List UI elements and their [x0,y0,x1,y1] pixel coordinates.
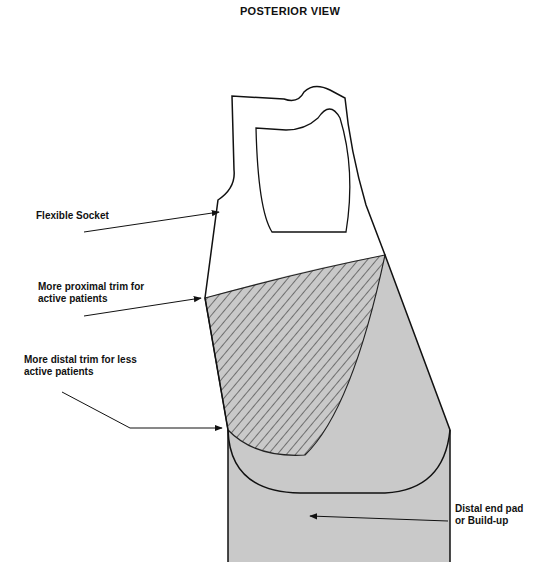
distal-cup-line [228,430,450,493]
socket-outline [205,86,450,562]
callout-label: Distal end pad or Build-up [455,503,535,527]
socket-opening [256,109,350,232]
end-pad-fill [205,255,450,562]
leader-line [62,392,222,428]
callout-label: More distal trim for less active patient… [24,354,154,378]
leader-line [310,516,448,521]
callout-label: Flexible Socket [36,210,146,222]
callout-label: More proximal trim for active patients [38,281,158,305]
hatched-trim [205,255,385,455]
view-title: POSTERIOR VIEW [190,5,390,17]
